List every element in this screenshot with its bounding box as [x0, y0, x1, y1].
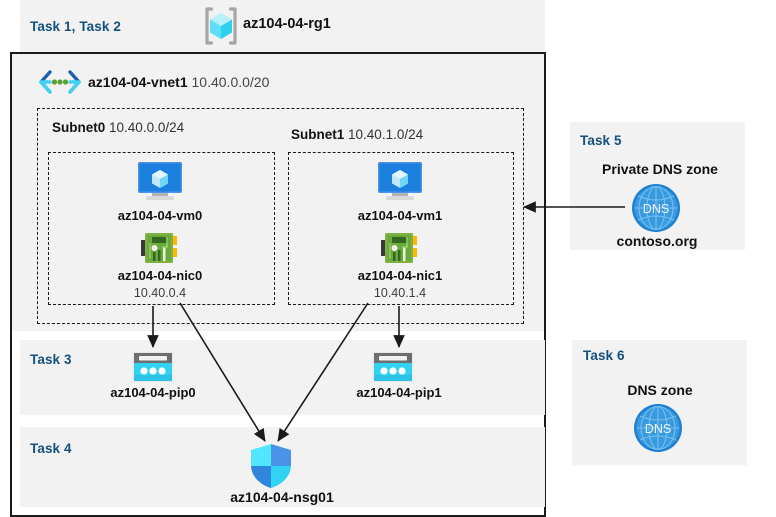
- resource-group-cube-icon: [202, 6, 240, 46]
- nsg-label: az104-04-nsg01: [230, 489, 334, 505]
- resource-group-header-band: [20, 0, 545, 52]
- nic1-ip: 10.40.1.4: [373, 286, 427, 300]
- subnet1-name: Subnet1: [291, 127, 345, 142]
- dns-globe-icon: DNS: [631, 183, 681, 233]
- resource-group-name: az104-04-rg1: [243, 16, 331, 32]
- nic0-label: az104-04-nic0: [117, 268, 203, 283]
- subnet1-boundary: [288, 152, 514, 305]
- svg-text:DNS: DNS: [645, 422, 671, 436]
- vnet-title: az104-04-vnet1 10.40.0.0/20: [88, 74, 269, 90]
- task-label-6: Task 6: [583, 348, 625, 363]
- pip0-label: az104-04-pip0: [110, 385, 196, 400]
- dns-globe-icon: DNS: [633, 403, 683, 453]
- vm1-label: az104-04-vm1: [357, 208, 443, 223]
- virtual-machine-icon: [375, 159, 425, 205]
- subnet0-title: Subnet0 10.40.0.0/24: [52, 120, 184, 135]
- network-interface-icon: [141, 231, 179, 265]
- dns-zone-heading: DNS zone: [627, 382, 693, 398]
- vm0-label: az104-04-vm0: [117, 208, 203, 223]
- svg-text:DNS: DNS: [643, 202, 669, 216]
- vnet-cidr: 10.40.0.0/20: [191, 74, 270, 90]
- network-security-group-shield-icon: [249, 443, 293, 489]
- private-dns-zone-heading: Private DNS zone: [602, 161, 718, 177]
- subnet0-name: Subnet0: [52, 120, 106, 135]
- pip1-label: az104-04-pip1: [356, 385, 442, 400]
- vnet-name: az104-04-vnet1: [88, 74, 188, 90]
- task3-panel: [20, 340, 545, 415]
- dns-zone-name: contoso.org: [616, 233, 698, 249]
- nic1-label: az104-04-nic1: [357, 268, 443, 283]
- task-label-1-2: Task 1, Task 2: [30, 19, 121, 34]
- task-label-4: Task 4: [30, 441, 72, 456]
- task-label-3: Task 3: [30, 352, 72, 367]
- subnet0-boundary: [48, 152, 275, 305]
- subnet0-cidr: 10.40.0.0/24: [109, 120, 185, 135]
- virtual-machine-icon: [135, 159, 185, 205]
- public-ip-address-icon: [131, 350, 175, 384]
- nic0-ip: 10.40.0.4: [133, 286, 187, 300]
- subnet1-title: Subnet1 10.40.1.0/24: [291, 127, 423, 142]
- virtual-network-icon: [38, 70, 82, 94]
- task-label-5: Task 5: [580, 133, 622, 148]
- subnet1-cidr: 10.40.1.0/24: [348, 127, 424, 142]
- network-interface-icon: [381, 231, 419, 265]
- public-ip-address-icon: [371, 350, 415, 384]
- resource-group-container: [10, 52, 546, 517]
- resource-group-body-fill: [12, 54, 544, 331]
